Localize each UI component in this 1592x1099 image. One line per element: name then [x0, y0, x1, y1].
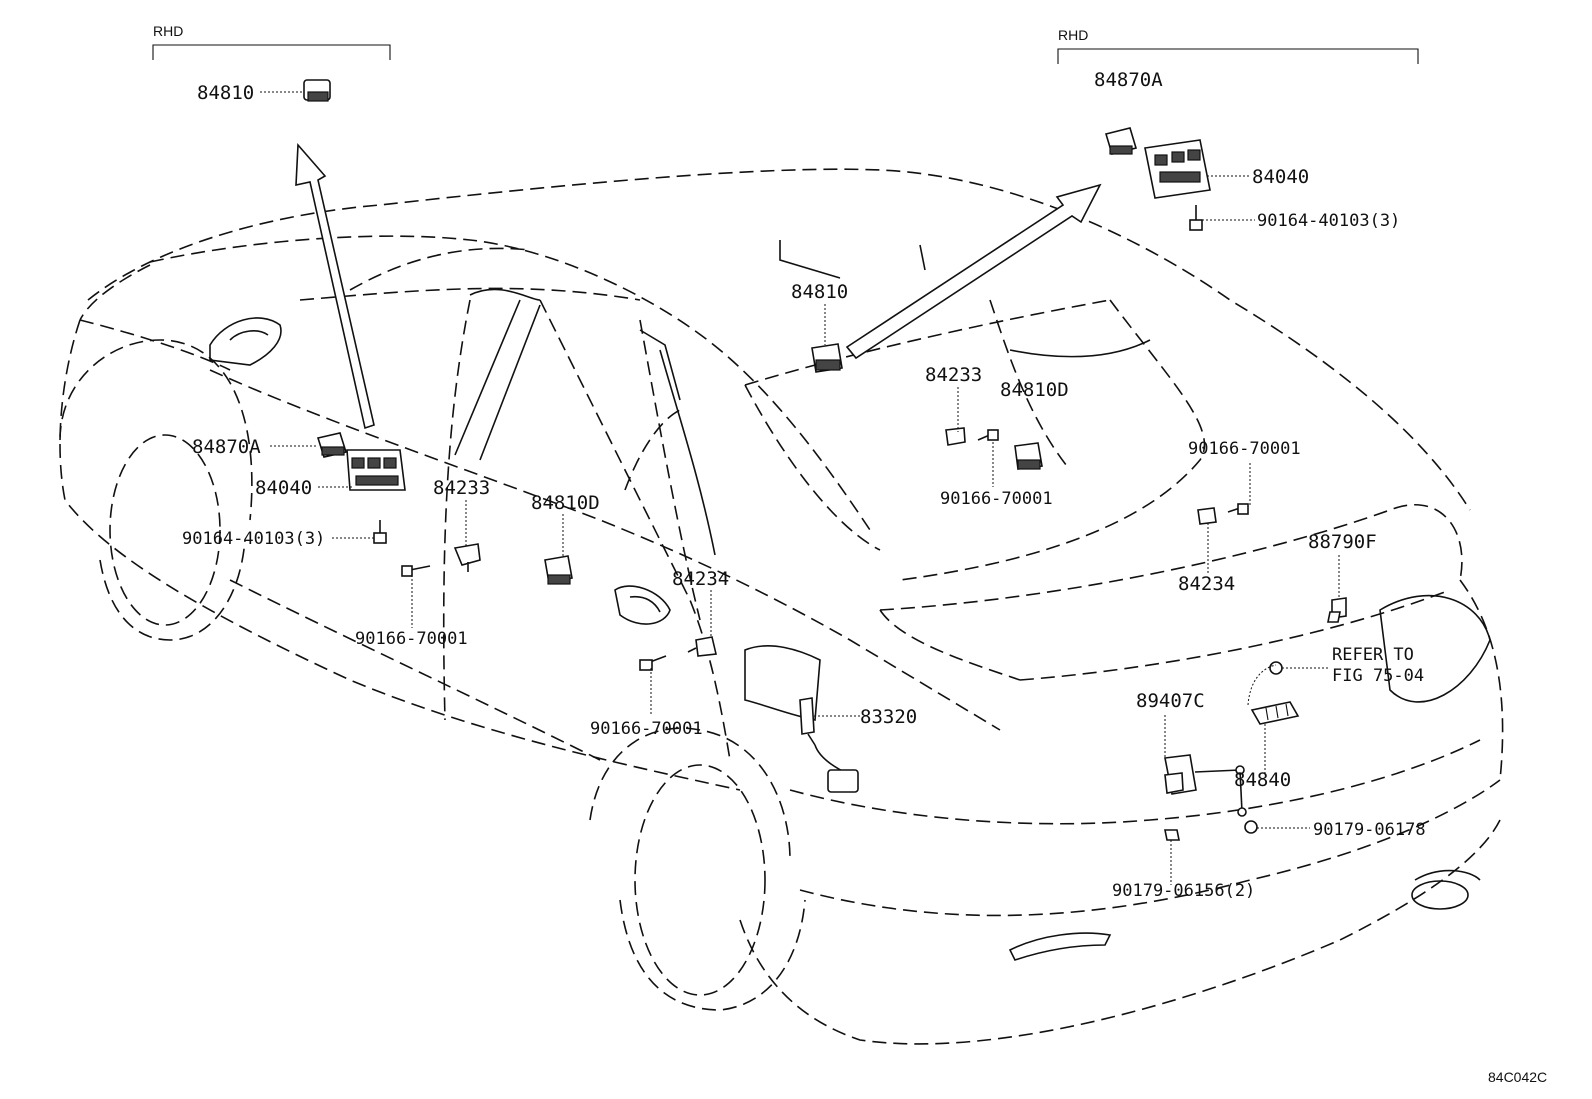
refer-note-line2: FIG 75-04	[1332, 666, 1424, 686]
nut-icon-90179-06156	[1164, 829, 1180, 841]
screw-icon-90166-left	[401, 565, 431, 577]
part-label-84234-right: 84234	[1178, 573, 1235, 595]
screw-icon-90164	[373, 520, 387, 544]
switch-icon-84810-inset	[303, 79, 331, 102]
part-label-84233-left: 84233	[433, 477, 490, 499]
switch-icon-84840	[1250, 701, 1300, 725]
part-label-84810: 84810	[791, 281, 848, 303]
part-label-84810-inset: 84810	[197, 82, 254, 104]
switch-icon-84870a-inset	[1104, 127, 1138, 155]
part-label-88790f: 88790F	[1308, 531, 1377, 553]
sensor-icon-83320	[799, 697, 816, 746]
part-label-84810d-right: 84810D	[1000, 379, 1069, 401]
bulb-icon-refer	[1247, 661, 1283, 706]
part-label-90164: 90164-40103(3)	[182, 529, 325, 549]
switch-panel-icon-84040-inset	[1144, 139, 1211, 199]
switch-icon-84870a	[316, 432, 348, 458]
part-label-90166-right: 90166-70001	[940, 489, 1053, 509]
arrow-to-left-inset	[295, 142, 375, 430]
part-label-84233-right: 84233	[925, 364, 982, 386]
part-label-84870a-inset: 84870A	[1094, 69, 1163, 91]
rhd-bracket-right: RHD	[1057, 27, 1419, 64]
leader-lines	[260, 91, 1340, 885]
courtesy-switch-icon-84234-mid	[687, 636, 717, 657]
switch-icon-84810d-left	[544, 555, 573, 585]
part-label-90166-mid: 90166-70001	[590, 719, 703, 739]
switch-panel-icon-84040	[346, 449, 406, 491]
part-label-90166-far-right: 90166-70001	[1188, 439, 1301, 459]
screw-icon-90166-right	[977, 429, 999, 441]
car-outline	[59, 168, 1504, 1045]
arrow-to-right-inset	[845, 183, 1102, 360]
part-label-90166-left: 90166-70001	[355, 629, 468, 649]
part-label-90179-06156: 90179-06156(2)	[1112, 881, 1255, 901]
part-label-84870a: 84870A	[192, 436, 261, 458]
switch-icon-84810d-right	[1014, 442, 1043, 470]
part-labels: 84810 84870A 84040 90164-40103(3) 84870A…	[182, 69, 1547, 1085]
rhd-label-right: RHD	[1058, 27, 1088, 43]
switch-icon-84810	[811, 343, 843, 373]
part-icons	[303, 79, 1347, 841]
part-label-84234-mid: 84234	[672, 568, 729, 590]
part-label-84040: 84040	[255, 477, 312, 499]
part-label-84810d-left: 84810D	[531, 492, 600, 514]
part-label-84840: 84840	[1234, 769, 1291, 791]
diagram-code: 84C042C	[1488, 1069, 1547, 1085]
height-sensor-icon-89407c	[1164, 754, 1247, 817]
rhd-label-left: RHD	[153, 23, 183, 39]
sensor-icon-88790f	[1327, 597, 1347, 623]
part-label-84040-inset: 84040	[1252, 166, 1309, 188]
screw-icon-90166-far-right	[1227, 503, 1249, 515]
courtesy-switch-icon-84234-right	[1197, 507, 1217, 525]
screw-icon-90164-inset	[1189, 205, 1203, 231]
screw-icon-90166-mid	[639, 655, 667, 671]
part-label-89407c: 89407C	[1136, 690, 1205, 712]
part-label-90164-inset: 90164-40103(3)	[1257, 211, 1400, 231]
part-label-90179-06178: 90179-06178	[1313, 820, 1426, 840]
rhd-bracket-left: RHD	[152, 23, 391, 60]
refer-note-line1: REFER TO	[1332, 645, 1414, 665]
courtesy-switch-icon-84233-right	[945, 427, 966, 446]
part-label-83320: 83320	[860, 706, 917, 728]
nut-icon-90179-06178	[1244, 820, 1258, 834]
courtesy-switch-icon-84233-left	[453, 543, 481, 572]
